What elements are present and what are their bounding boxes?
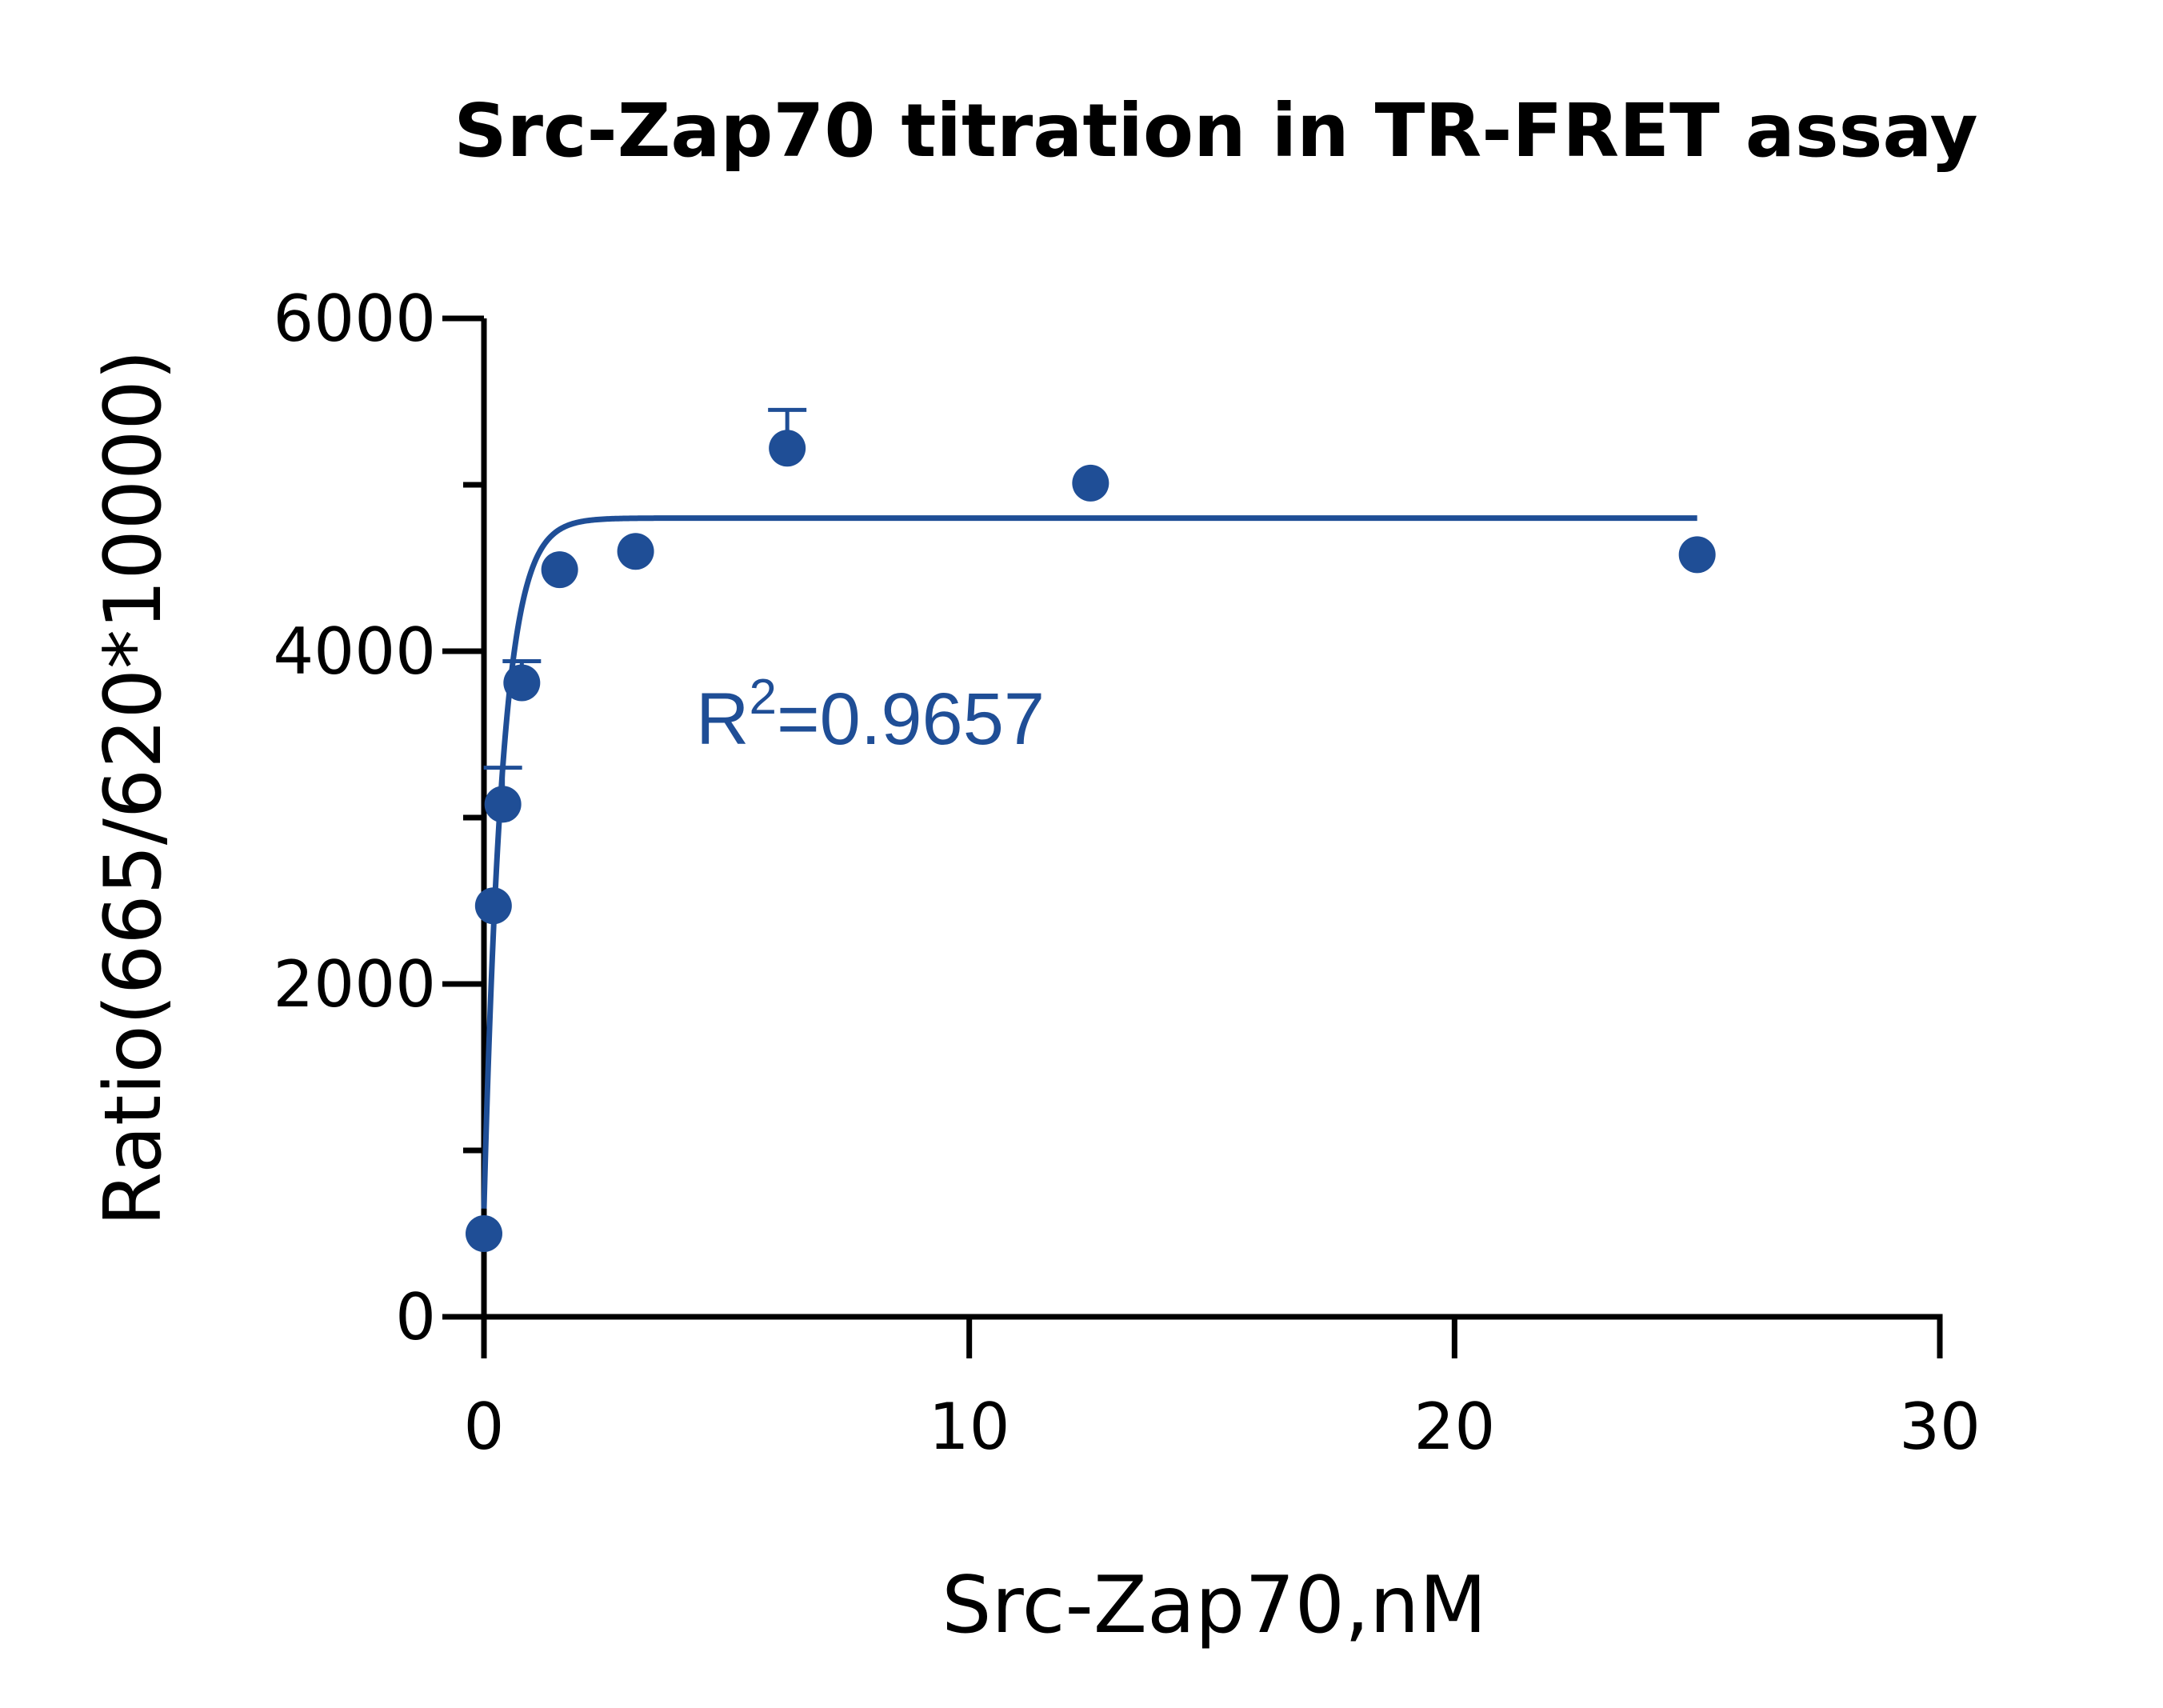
data-point-1: [474, 887, 512, 925]
y-tick-label-1: 2000: [273, 947, 436, 1022]
error-bar-layer: [483, 407, 807, 805]
y-tick-label-3: 6000: [273, 282, 436, 356]
data-point-2: [484, 786, 522, 823]
y-tick-label-0: 0: [395, 1280, 436, 1354]
r-squared-annotation: R2=0.9657: [696, 670, 1045, 760]
x-tick-label-2: 20: [1413, 1390, 1495, 1464]
data-point-5: [617, 533, 654, 570]
r-squared-superscript: 2: [749, 670, 776, 725]
x-tick-label-3: 30: [1899, 1390, 1981, 1464]
x-tick-label-1: 10: [929, 1390, 1010, 1464]
points-layer: [466, 430, 1716, 1252]
data-point-3: [503, 664, 541, 702]
r-squared-value: =0.9657: [777, 678, 1045, 760]
data-point-6: [769, 430, 806, 467]
data-point-4: [541, 551, 578, 589]
data-point-8: [1678, 536, 1716, 574]
x-axis-label: Src-Zap70,nM: [942, 1560, 1487, 1651]
data-point-0: [466, 1215, 502, 1252]
axes: 0 2000 4000 6000 0 10 20 30: [273, 282, 1980, 1464]
r-squared-r: R: [696, 678, 749, 760]
data-point-7: [1072, 464, 1109, 502]
x-tick-label-0: 0: [464, 1390, 505, 1464]
y-tick-label-2: 4000: [273, 614, 436, 689]
chart-title: Src-Zap70 titration in TR-FRET assay: [454, 88, 1977, 174]
fit-curve: [481, 515, 1697, 1209]
fit-layer: [481, 515, 1697, 1209]
y-axis-label: Ratio(665/620*10000): [88, 350, 179, 1226]
